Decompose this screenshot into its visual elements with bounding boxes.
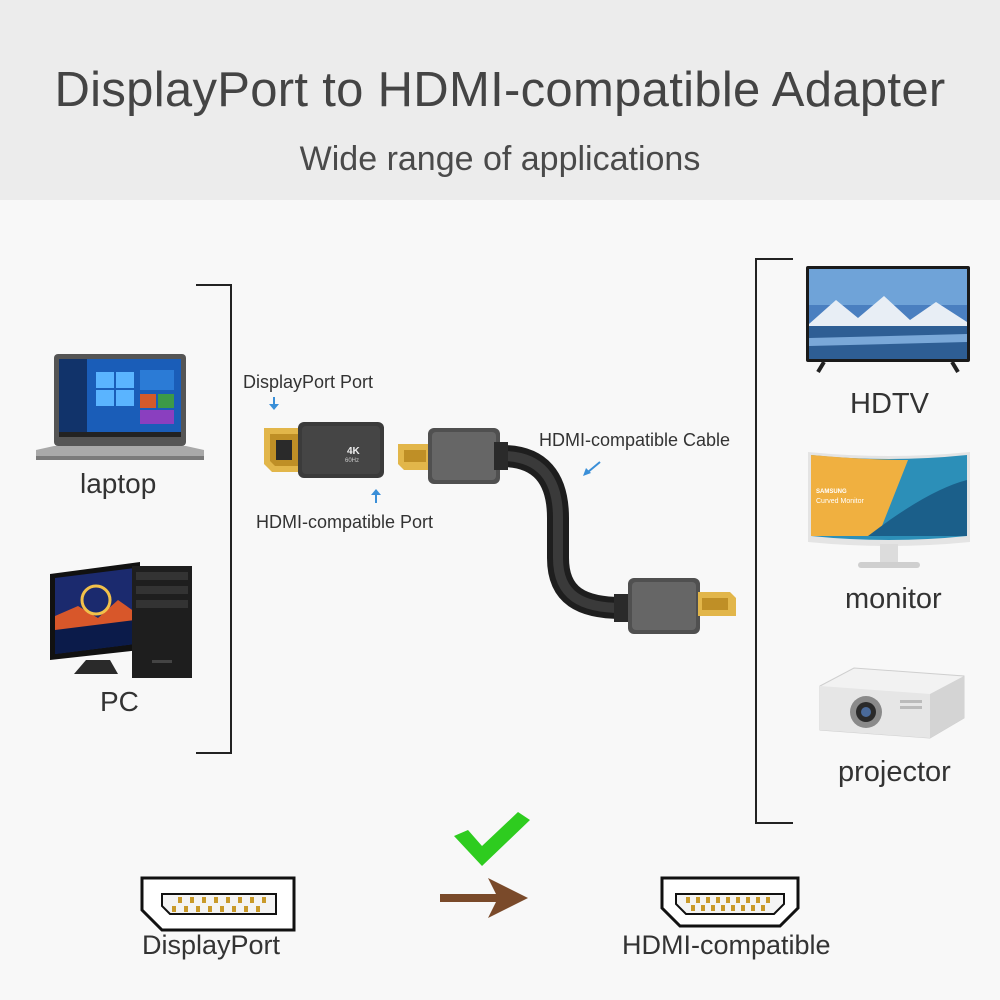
- laptop-label: laptop: [80, 468, 157, 499]
- projector-icon: [819, 667, 965, 739]
- displayport-connector-label: DisplayPort: [142, 930, 281, 960]
- page-subtitle: Wide range of applications: [299, 140, 701, 178]
- adapter-badge-top: 4K: [347, 446, 360, 457]
- hdmi-cable-pointer-icon: [583, 461, 601, 476]
- displayport-connector-icon: [140, 876, 296, 932]
- hdmi-port-pointer-icon: [371, 489, 381, 503]
- conversion-arrow-icon: [440, 878, 528, 918]
- right-bracket: [755, 258, 793, 824]
- hdmi-cable: [398, 428, 736, 634]
- displayport-port-pointer-icon: [269, 397, 279, 410]
- hdmi-port-label: HDMI-compatible Port: [256, 512, 434, 532]
- hdtv-icon: [806, 266, 970, 374]
- page-title: DisplayPort to HDMI-compatible Adapter: [54, 63, 946, 117]
- monitor-label: monitor: [845, 583, 942, 615]
- adapter-badge-bottom: 60Hz: [345, 458, 360, 464]
- monitor-screen-text: Curved Monitor: [816, 498, 864, 505]
- displayport-port-label: DisplayPort Port: [243, 372, 374, 392]
- monitor-icon: [808, 452, 970, 568]
- hdmi-connector-icon: [660, 876, 800, 928]
- laptop-icon: [36, 354, 204, 460]
- left-bracket: [196, 284, 232, 754]
- hdtv-label: HDTV: [850, 388, 929, 420]
- monitor-screen-brand: SAMSUNG: [816, 489, 847, 495]
- pc-label: PC: [100, 686, 139, 717]
- compatible-check-icon: [454, 812, 530, 866]
- hdmi-cable-label: HDMI-compatible Cable: [539, 430, 731, 450]
- header-band: [0, 0, 1000, 200]
- pc-icon: [50, 562, 192, 678]
- projector-label: projector: [838, 756, 951, 788]
- dp-to-hdmi-adapter: [264, 422, 384, 478]
- hdmi-connector-label: HDMI-compatible: [622, 930, 831, 960]
